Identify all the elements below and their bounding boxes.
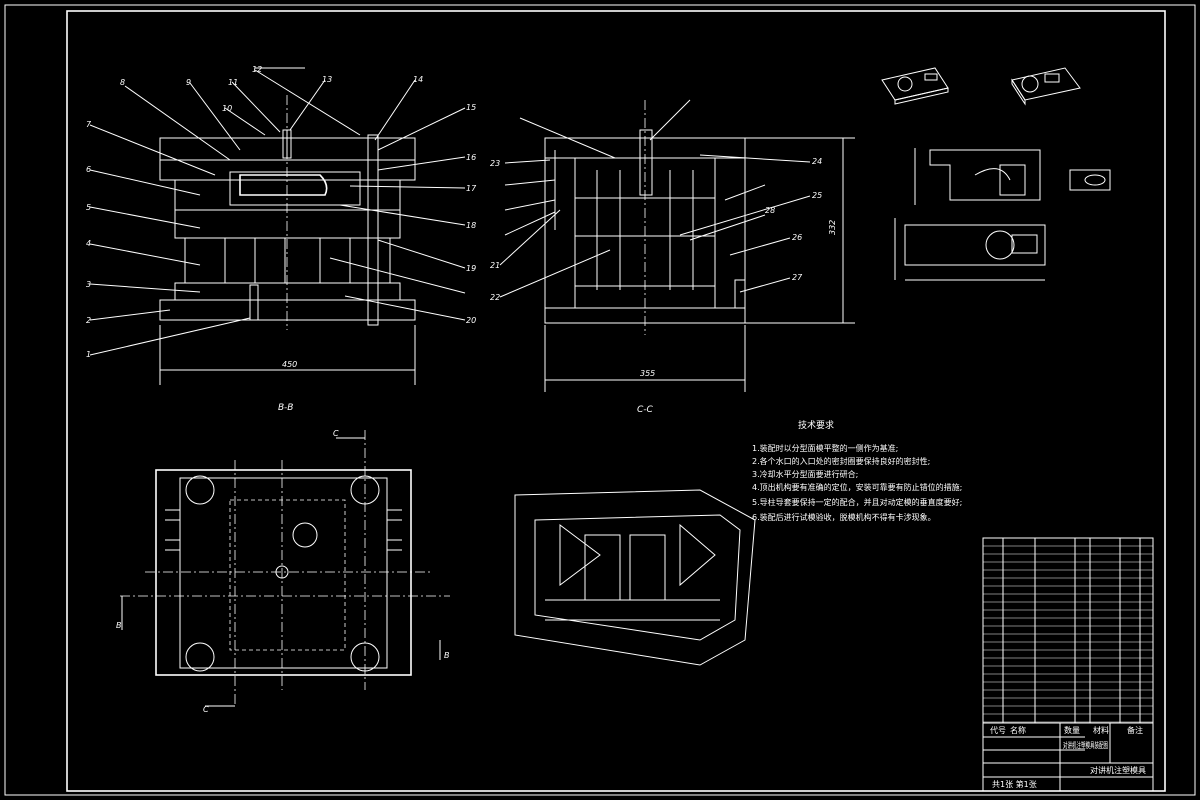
part-label: 24 [812, 157, 822, 166]
parts-header-qty: 数量 [1064, 725, 1080, 735]
cc-height-dim: 332 [828, 220, 837, 235]
part-label: 15 [466, 103, 476, 112]
tech-requirement-item: 1.装配时以分型面模平整的一侧作为基准; [752, 443, 898, 453]
parts-header-remark: 备注 [1127, 725, 1143, 735]
drawing-name-short: 对讲机注塑模具 [1090, 765, 1146, 775]
bb-caption: B-B [278, 403, 293, 413]
tech-requirement-item: 3.冷却水平分型面要进行研合; [752, 469, 858, 479]
part-label: 21 [490, 261, 500, 270]
part-label: 17 [466, 184, 477, 193]
part-label: 14 [413, 75, 423, 84]
part-label: 23 [490, 159, 500, 168]
part-detail-views [894, 148, 1111, 281]
part-label: 25 [812, 191, 822, 200]
part-label: 6 [86, 165, 91, 174]
tech-requirements-title: 技术要求 [798, 419, 834, 431]
part-label: 2 [86, 316, 91, 325]
bb-width-dim: 450 [282, 360, 297, 369]
tech-requirement-item: 4.顶出机构要有准确的定位，安装可靠要有防止错位的措施; [752, 482, 962, 492]
part-label: 28 [765, 206, 775, 215]
part-label: 11 [228, 78, 238, 87]
part-label: 26 [792, 233, 802, 242]
bb-part-labels: 1 2 3 4 5 6 7 8 9 10 11 12 13 14 15 16 1… [86, 65, 477, 359]
part-label: 18 [466, 221, 476, 230]
section-cc-view [499, 99, 855, 392]
cc-part-labels: 21 22 23 24 25 26 27 28 [490, 157, 822, 302]
part-label: 16 [466, 153, 476, 162]
part-label: 8 [120, 78, 125, 87]
plan-section-mark: B [116, 621, 122, 630]
parts-header-material: 材料 [1093, 725, 1109, 735]
drawing-name: 对讲机注塑模具装配图 [1063, 740, 1108, 750]
plan-section-mark: C [203, 705, 209, 714]
part-label: 13 [322, 75, 332, 84]
tech-requirements: 技术要求 1.装配时以分型面模平整的一侧作为基准; 2.各个水口的入口处的密封圈… [752, 419, 962, 522]
outer-border [4, 4, 1196, 796]
part-label: 4 [86, 239, 91, 248]
part-label: 20 [466, 316, 476, 325]
plan-section-mark: B [444, 651, 450, 660]
parts-list-table [982, 537, 1154, 724]
part-label: 22 [490, 293, 500, 302]
part-label: 27 [792, 273, 803, 282]
part-label: 1 [86, 350, 91, 359]
cc-width-dim: 355 [640, 369, 655, 378]
inner-frame [66, 10, 1166, 792]
plan-view [120, 430, 450, 707]
part-label: 3 [86, 280, 91, 289]
tech-requirement-item: 2.各个水口的入口处的密封圈要保持良好的密封性; [752, 456, 930, 466]
product-isometric-views [881, 67, 1081, 106]
part-label: 5 [86, 203, 91, 212]
plan-section-mark: C [333, 429, 339, 438]
tech-requirement-item: 6.装配后进行试模验收，脱模机构不得有卡涉现象。 [752, 512, 936, 522]
part-label: 19 [466, 264, 476, 273]
part-label: 7 [86, 120, 92, 129]
part-label: 9 [186, 78, 191, 87]
cc-caption: C-C [637, 405, 654, 415]
parts-header-code: 代号 [990, 725, 1006, 735]
parts-header-name: 名称 [1010, 725, 1026, 735]
tech-requirement-item: 5.导柱导套要保持一定的配合，并且对动定模的垂直度要好; [752, 497, 962, 507]
part-label: 12 [252, 65, 262, 74]
parts-list-rows [983, 545, 1153, 723]
title-block [982, 722, 1154, 792]
section-bb-view [89, 67, 466, 385]
isometric-section-view [514, 489, 756, 666]
part-label: 10 [222, 104, 232, 113]
sheet-count: 共1张 第1张 [992, 779, 1037, 789]
